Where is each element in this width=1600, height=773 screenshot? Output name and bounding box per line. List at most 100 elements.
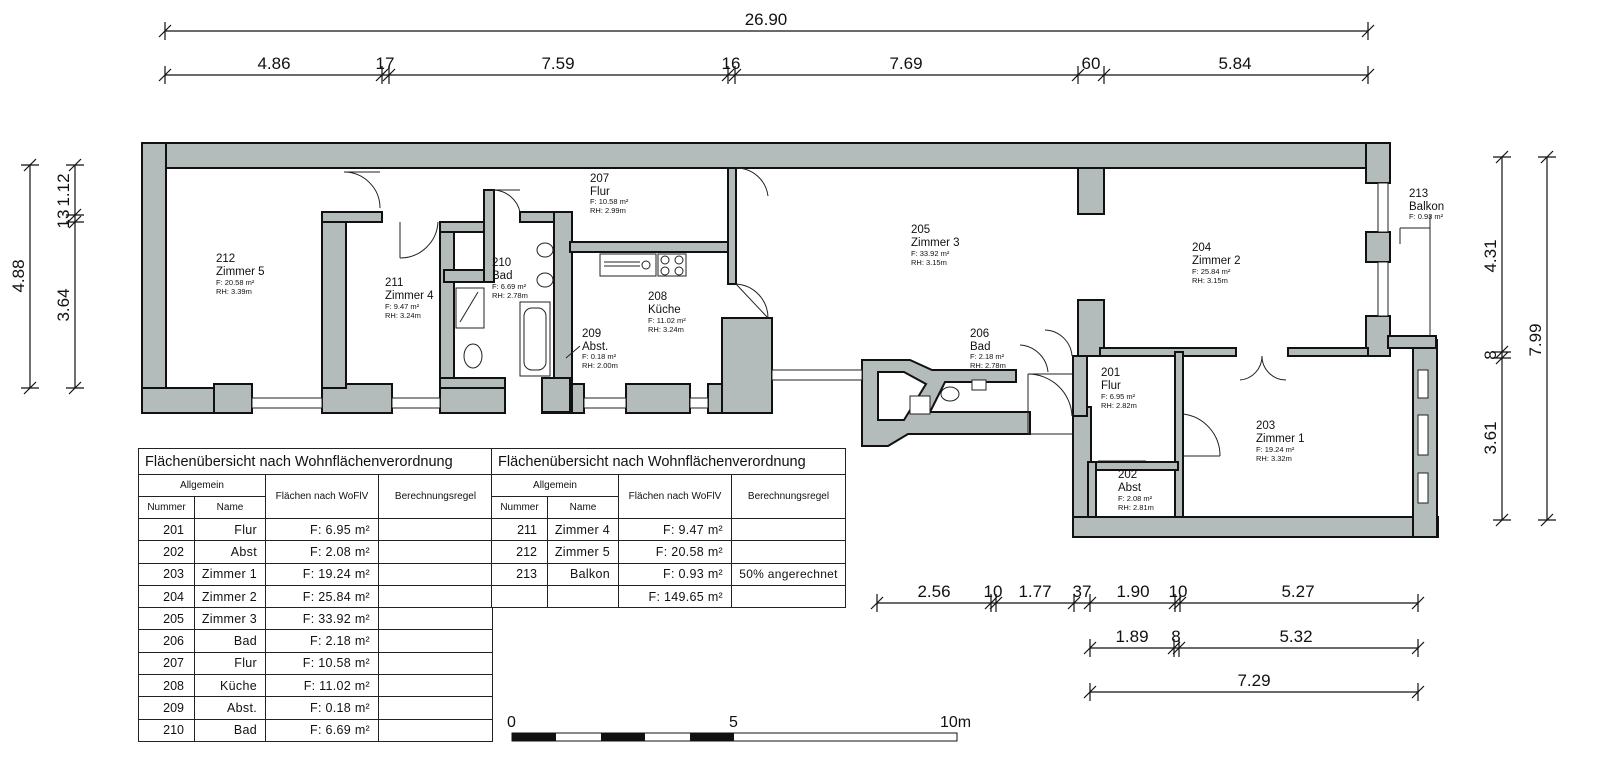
left-dimensions: 4.88 13 1.12 3.64 xyxy=(9,158,84,395)
dim-top-seg-7: 5.84 xyxy=(1218,54,1251,73)
svg-text:F: 2.18 m²: F: 2.18 m² xyxy=(970,352,1005,361)
svg-text:206: 206 xyxy=(970,328,989,340)
room-labels: 201 Flur F: 6.95 m² RH: 2.82m 202 Abst F… xyxy=(216,173,1444,512)
scale-label-10: 10m xyxy=(940,714,971,731)
dim-top-seg-1: 4.86 xyxy=(257,54,290,73)
svg-text:RH: 3.32m: RH: 3.32m xyxy=(1256,454,1292,463)
dim-top-seg-5: 7.69 xyxy=(889,54,922,73)
svg-text:Flur: Flur xyxy=(1101,380,1121,392)
svg-text:201: 201 xyxy=(1101,367,1120,379)
dim-bottom-2-seg-2: 8 xyxy=(1171,627,1180,646)
svg-text:RH: 3.24m: RH: 3.24m xyxy=(385,311,421,320)
svg-text:Abst.: Abst. xyxy=(582,341,608,353)
svg-text:F: 0.18 m²: F: 0.18 m² xyxy=(582,352,617,361)
area-table-2-col-area: Flächen nach WoFlV xyxy=(618,474,732,519)
washbasin-icon xyxy=(536,242,554,258)
dim-bottom-1-seg-5: 1.90 xyxy=(1116,582,1149,601)
svg-text:F: 33.92 m²: F: 33.92 m² xyxy=(911,249,950,258)
svg-text:Zimmer 3: Zimmer 3 xyxy=(911,237,960,249)
area-total: F: 149.65 m² xyxy=(618,584,732,609)
area-table-1-col-area: Flächen nach WoFlV xyxy=(265,474,379,519)
svg-text:F: 6.95 m²: F: 6.95 m² xyxy=(1101,392,1136,401)
svg-text:F: 9.47 m²: F: 9.47 m² xyxy=(385,302,420,311)
svg-text:RH: 2.78m: RH: 2.78m xyxy=(492,291,528,300)
scale-label-5: 5 xyxy=(729,714,738,731)
svg-text:210: 210 xyxy=(492,257,511,269)
room-label-203: 203 Zimmer 1 F: 19.24 m² RH: 3.32m xyxy=(1256,420,1305,463)
area-table-2-col-name: Name xyxy=(547,496,619,519)
top-dimensions: 26.90 4.86 17 7.59 16 7.69 60 5.84 xyxy=(158,10,1375,84)
svg-text:RH: 2.78m: RH: 2.78m xyxy=(970,361,1006,370)
doors xyxy=(343,167,1287,457)
svg-text:213: 213 xyxy=(1409,188,1428,200)
room-label-208: 208 Küche F: 11.02 m² RH: 3.24m xyxy=(648,291,686,334)
area-table-2-group-header: Allgemein xyxy=(491,474,619,497)
area-table-1-title: Flächenübersicht nach Wohnflächenverordn… xyxy=(137,448,494,475)
area-table-2-col-number: Nummer xyxy=(491,496,548,519)
svg-text:Zimmer 5: Zimmer 5 xyxy=(216,266,265,278)
room-label-209: 209 Abst. F: 0.18 m² RH: 2.00m xyxy=(565,328,618,370)
svg-text:Zimmer 2: Zimmer 2 xyxy=(1192,255,1241,267)
bottom-dimensions: 2.56 10 1.77 37 1.90 10 5.27 1.89 8 5.32… xyxy=(870,582,1425,701)
dim-bottom-1-seg-4: 37 xyxy=(1073,582,1092,601)
svg-text:202: 202 xyxy=(1118,469,1137,481)
dim-bottom-1-seg-2: 10 xyxy=(984,582,1003,601)
area-table-1-col-name: Name xyxy=(194,496,266,519)
room-label-205: 205 Zimmer 3 F: 33.92 m² RH: 3.15m xyxy=(911,224,960,267)
dim-bottom-1-seg-1: 2.56 xyxy=(917,582,950,601)
kitchen-sink-icon xyxy=(599,253,657,277)
svg-text:F: 2.08 m²: F: 2.08 m² xyxy=(1118,494,1153,503)
svg-text:208: 208 xyxy=(648,291,667,303)
area-table-2-col-rule: Berechnungsregel xyxy=(730,474,847,519)
svg-text:RH: 3.24m: RH: 3.24m xyxy=(648,325,684,334)
room-label-210: 210 Bad F: 6.69 m² RH: 2.78m xyxy=(492,257,528,300)
area-table-1-col-rule: Berechnungsregel xyxy=(377,474,494,519)
dim-bottom-3: 7.29 xyxy=(1237,671,1270,690)
svg-text:F: 0.93 m²: F: 0.93 m² xyxy=(1409,212,1444,221)
table-total-row: F: 149.65 m² xyxy=(491,584,847,609)
svg-text:205: 205 xyxy=(911,224,930,236)
dim-right-part-3: 3.61 xyxy=(1481,421,1500,454)
svg-text:203: 203 xyxy=(1256,420,1275,432)
svg-text:212: 212 xyxy=(216,253,235,265)
fixtures xyxy=(455,215,1431,462)
room-label-211: 211 Zimmer 4 F: 9.47 m² RH: 3.24m xyxy=(385,277,434,320)
room-label-212: 212 Zimmer 5 F: 20.58 m² RH: 3.39m xyxy=(216,253,265,296)
room-label-202: 202 Abst F: 2.08 m² RH: 2.81m xyxy=(1118,469,1154,512)
room-label-207: 207 Flur F: 10.58 m² RH: 2.99m xyxy=(590,173,629,215)
svg-text:Zimmer 4: Zimmer 4 xyxy=(385,290,434,302)
dim-bottom-1-seg-6: 10 xyxy=(1169,582,1188,601)
dim-top-seg-4: 16 xyxy=(722,54,741,73)
svg-text:F: 25.84 m²: F: 25.84 m² xyxy=(1192,267,1231,276)
svg-text:Bad: Bad xyxy=(492,270,512,282)
svg-text:Bad: Bad xyxy=(970,341,990,353)
dim-bottom-2-seg-1: 1.89 xyxy=(1115,627,1148,646)
bath-206-toilet-icon xyxy=(940,386,960,402)
svg-text:209: 209 xyxy=(582,328,601,340)
svg-text:Zimmer 1: Zimmer 1 xyxy=(1256,433,1305,445)
svg-text:207: 207 xyxy=(590,173,609,185)
dim-top-seg-6: 60 xyxy=(1082,54,1101,73)
area-table-1-group-header: Allgemein xyxy=(138,474,266,497)
svg-text:211: 211 xyxy=(385,277,403,289)
dim-top-seg-3: 7.59 xyxy=(541,54,574,73)
windows xyxy=(251,182,1429,504)
area-table-1-col-number: Nummer xyxy=(138,496,195,519)
dim-bottom-2-seg-3: 5.32 xyxy=(1279,627,1312,646)
svg-text:F: 20.58 m²: F: 20.58 m² xyxy=(216,278,255,287)
dim-right-part-2: 8 xyxy=(1481,350,1500,359)
dim-right-outer: 7.99 xyxy=(1526,323,1545,356)
dim-bottom-1-seg-7: 5.27 xyxy=(1281,582,1314,601)
dim-left-part-1: 13 xyxy=(54,210,73,229)
dim-bottom-1-seg-3: 1.77 xyxy=(1018,582,1051,601)
room-label-206: 206 Bad F: 2.18 m² RH: 2.78m xyxy=(970,328,1006,370)
